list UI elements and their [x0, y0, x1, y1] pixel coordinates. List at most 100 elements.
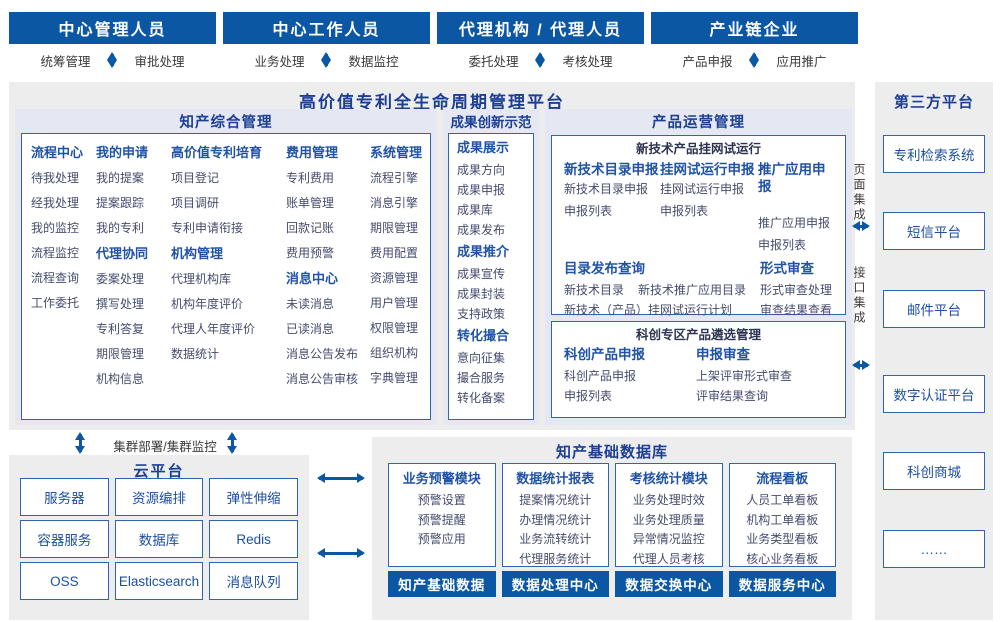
third-party-system: 专利检索系统	[883, 135, 985, 173]
menu-group-header: 申报审查	[696, 347, 750, 362]
menu-item: 消息公告发布	[286, 347, 359, 361]
left-right-arrow-icon	[847, 359, 875, 371]
menu-group-items: 我的提案提案跟踪我的专利	[96, 166, 171, 241]
menu-item: 成果封装	[457, 287, 506, 301]
menu-item: 项目登记	[171, 171, 220, 185]
cloud-service: 数据库	[114, 520, 204, 558]
role-title: 中心工作人员	[223, 12, 430, 44]
menu-group-items: 挂网试运行申报申报列表	[660, 178, 758, 222]
sci-innovation-selection-box: 科创专区产品遴选管理 科创产品申报 科创产品申报申报列表 申报审查 上架评审形式…	[551, 321, 846, 418]
menu-column: 挂网试运行申报 挂网试运行申报申报列表	[660, 161, 758, 256]
db-module-header: 数据统计报表	[516, 471, 595, 486]
cloud-service: 资源编排	[114, 478, 204, 516]
menu-item: 业务处理质量	[632, 512, 705, 527]
menu-item: 专利答复	[96, 322, 145, 336]
menu-item: 提案情况统计	[519, 493, 592, 507]
db-module-header: 考核统计模块	[629, 471, 708, 486]
menu-item: 预警设置	[417, 493, 466, 507]
section-title: 成果创新示范	[450, 115, 532, 130]
role-duty-right: 数据监控	[348, 54, 399, 69]
menu-item: 新技术目录申报	[564, 182, 649, 196]
menu-group-items: 科创产品申报申报列表	[564, 366, 696, 406]
menu-item: 新技术目录	[564, 283, 625, 297]
db-module-items: 业务处理时效业务处理质量异常情况监控代理人员考核	[616, 491, 722, 569]
menu-item: 我的监控	[31, 221, 80, 235]
menu-item: 撮合服务	[457, 371, 506, 385]
menu-item: 代理机构库	[171, 272, 232, 286]
menu-item: 我的专利	[96, 221, 145, 235]
menu-item: 人员工单看板	[746, 493, 819, 507]
platform-panel: 高价值专利全生命周期管理平台 知产综合管理 流程中心 待我处理经我处理我的监控流…	[9, 82, 855, 430]
menu-group-items: 待我处理经我处理我的监控流程监控流程查询工作委托	[31, 166, 96, 316]
menu-item: 形式审查处理	[760, 283, 833, 297]
third-party-list: 专利检索系统短信平台邮件平台数字认证平台科创商城……	[875, 82, 993, 620]
menu-item: 账单管理	[286, 196, 335, 210]
menu-column: 高价值专利培育 项目登记项目调研专利申请衔接 机构管理 代理机构库机构年度评价代…	[171, 140, 286, 392]
menu-group-items: 项目登记项目调研专利申请衔接	[171, 166, 286, 241]
menu-item: 工作委托	[31, 296, 80, 310]
db-module-box: 数据统计报表 提案情况统计办理情况统计业务流转统计代理服务统计	[501, 463, 609, 567]
db-module: 考核统计模块 业务处理时效业务处理质量异常情况监控代理人员考核 数据交换中心	[615, 463, 723, 597]
db-module: 业务预警模块 预警设置预警提醒预警应用 知产基础数据	[388, 463, 496, 597]
up-down-arrow-icon	[107, 47, 119, 73]
api-integration-label: 接口集成	[852, 266, 866, 326]
third-party-system: 科创商城	[883, 452, 985, 490]
menu-item: 评审结果查询	[696, 389, 769, 403]
menu-group-items: 形式审查处理审查结果查看	[760, 280, 835, 320]
menu-item: 科创产品申报	[564, 369, 637, 383]
role-duty-right: 审批处理	[134, 54, 185, 69]
menu-column: 费用管理 专利费用账单管理回款记账费用预警 消息中心 未读消息已读消息消息公告发…	[286, 140, 370, 392]
menu-item: 消息引擎	[370, 196, 419, 210]
menu-item: 申报列表	[564, 389, 613, 403]
new-tech-trial-box: 新技术产品挂网试运行 新技术目录申报 新技术目录申报申报列表 挂网试运行申报 挂…	[551, 135, 846, 317]
menu-column: 推广应用申报 推广应用申报申报列表	[758, 161, 835, 256]
menu-group-items: 新技术目录申报申报列表	[564, 178, 660, 222]
menu-group-items: 专利费用账单管理回款记账费用预警	[286, 166, 370, 266]
role-duty-left: 委托处理	[468, 54, 519, 69]
menu-item: 我的提案	[96, 171, 145, 185]
third-party-title: 第三方平台	[893, 94, 974, 111]
role-duty-right: 考核处理	[562, 54, 613, 69]
menu-column: 申报审查 上架评审形式审查评审结果查询	[696, 344, 835, 406]
third-party-system: ……	[883, 530, 985, 568]
up-down-arrow-icon	[226, 427, 238, 459]
menu-group-items: 意向征集撮合服务转化备案	[457, 348, 533, 408]
menu-group-header: 目录发布查询	[564, 261, 645, 276]
menu-item: 成果方向	[457, 163, 506, 177]
menu-group-header: 代理协同	[96, 246, 149, 261]
up-down-arrow-icon	[535, 47, 547, 73]
menu-group-items: 上架评审形式审查评审结果查询	[696, 366, 835, 406]
menu-item: 机构信息	[96, 372, 145, 386]
menu-item: 成果申报	[457, 183, 506, 197]
menu-item: 组织机构	[370, 346, 419, 360]
menu-item: 异常情况监控	[632, 532, 705, 546]
section-title: 知产综合管理	[179, 114, 273, 131]
menu-item: 流程查询	[31, 271, 80, 285]
menu-item: 新技术（产品）挂网试运行计划	[564, 303, 733, 317]
menu-item: 代理人员考核	[632, 551, 705, 566]
db-module-header: 流程看板	[756, 471, 809, 486]
menu-item: 业务流转统计	[519, 532, 592, 546]
role-title: 产业链企业	[651, 12, 858, 44]
menu-item: 转化备案	[457, 391, 506, 405]
menu-item: 机构年度评价	[171, 297, 244, 311]
db-module-footer: 数据服务中心	[728, 571, 836, 597]
third-party-system: 邮件平台	[883, 290, 985, 328]
db-module: 流程看板 人员工单看板机构工单看板业务类型看板核心业务看板 数据服务中心	[728, 463, 836, 597]
menu-item: 意向征集	[457, 351, 506, 365]
db-module-box: 业务预警模块 预警设置预警提醒预警应用	[388, 463, 496, 567]
menu-column: 形式审查 形式审查处理审查结果查看	[760, 258, 835, 320]
menu-item: 权限管理	[370, 321, 419, 335]
menu-item: 成果宣传	[457, 267, 506, 281]
menu-group-items: 推广应用申报申报列表	[758, 212, 835, 256]
menu-group-header: 成果推介	[457, 244, 510, 259]
menu-column: 新技术目录申报 新技术目录申报申报列表	[564, 161, 660, 256]
menu-item: 预警应用	[417, 532, 466, 546]
third-party-system: 数字认证平台	[883, 375, 985, 413]
menu-item: 申报列表	[660, 204, 709, 218]
db-module-footer: 知产基础数据	[388, 571, 496, 597]
ip-management-box: 流程中心 待我处理经我处理我的监控流程监控流程查询工作委托 我的申请 我的提案提…	[21, 133, 431, 420]
menu-group-header: 机构管理	[171, 246, 224, 261]
up-down-arrow-icon	[749, 47, 761, 73]
